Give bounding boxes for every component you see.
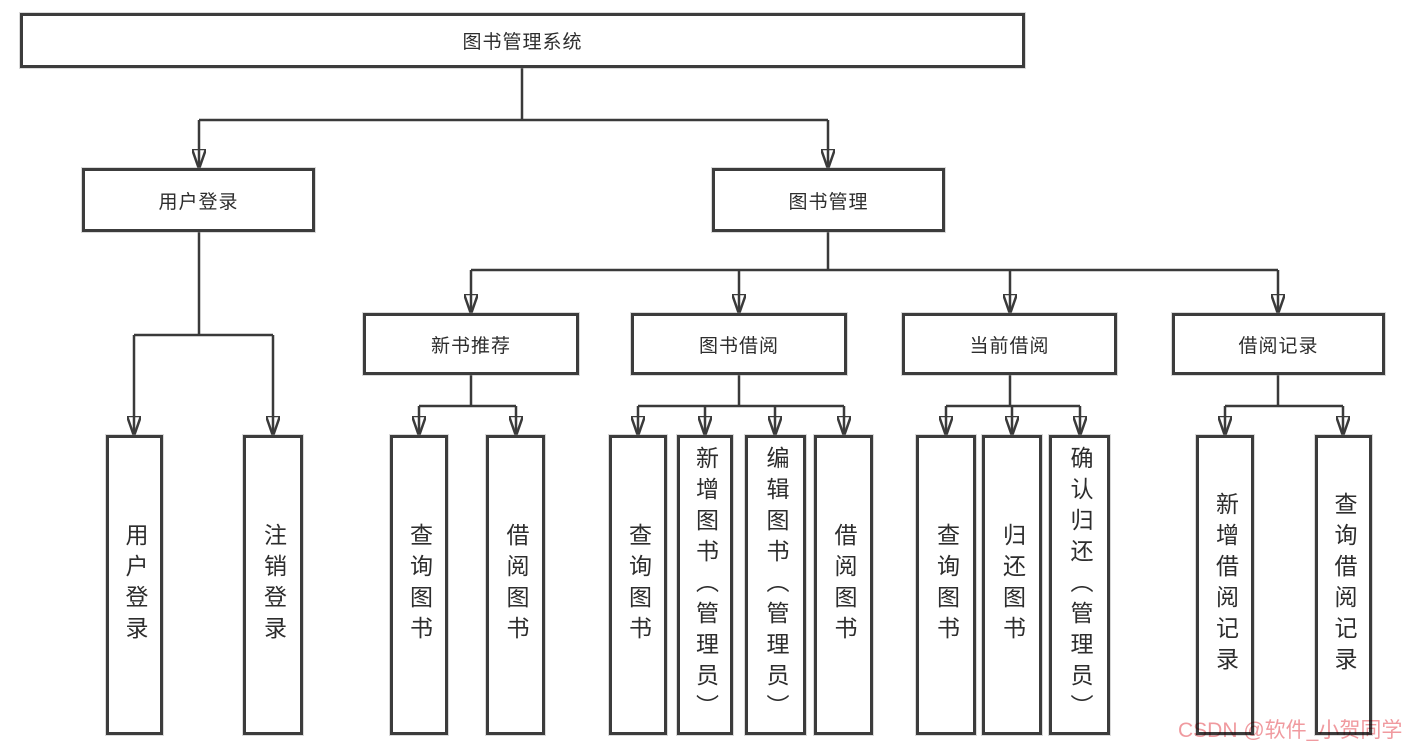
connector-current-borrow-trunk	[946, 375, 1080, 408]
node-borrow-records: 借阅记录	[1172, 313, 1385, 375]
leaf-query-books-3-label: 查询图书	[933, 523, 960, 647]
leaf-add-borrow-record-label: 新增借阅记录	[1212, 492, 1239, 678]
leaf-borrow-books-2: 借阅图书	[814, 435, 873, 735]
node-book-management-label: 图书管理	[788, 191, 869, 213]
leaf-add-books-admin-label: 新增图书（管理员）	[692, 445, 719, 725]
node-new-book-recommend-label: 新书推荐	[430, 335, 511, 357]
node-current-borrowing: 当前借阅	[902, 313, 1117, 375]
node-user-login-label: 用户登录	[158, 191, 239, 213]
connector-user-login-trunk	[134, 232, 273, 337]
leaf-query-books-3: 查询图书	[916, 435, 976, 735]
leaf-borrow-books-1: 借阅图书	[486, 435, 545, 735]
leaf-return-books-label: 归还图书	[999, 523, 1026, 647]
leaf-query-borrow-record-label: 查询借阅记录	[1331, 492, 1357, 678]
node-book-management: 图书管理	[712, 168, 945, 232]
connector-book-borrow-trunk	[638, 375, 844, 408]
leaf-edit-books-admin: 编辑图书（管理员）	[745, 435, 806, 735]
connector-borrow-records-trunk	[1225, 375, 1343, 408]
leaf-query-books-1: 查询图书	[390, 435, 448, 735]
node-borrow-records-label: 借阅记录	[1238, 335, 1319, 357]
node-book-borrowing-label: 图书借阅	[698, 335, 779, 357]
leaf-query-books-1-label: 查询图书	[406, 523, 433, 647]
node-user-login: 用户登录	[82, 168, 315, 232]
leaf-query-books-2-label: 查询图书	[625, 523, 652, 647]
node-library-system-label: 图书管理系统	[462, 32, 583, 53]
leaf-confirm-return-admin-label: 确认归还（管理员）	[1067, 445, 1093, 725]
connector-new-book-trunk	[419, 375, 516, 408]
node-new-book-recommend: 新书推荐	[363, 313, 579, 375]
leaf-add-books-admin: 新增图书（管理员）	[677, 435, 733, 735]
leaf-confirm-return-admin: 确认归还（管理员）	[1049, 435, 1110, 735]
leaf-query-books-2: 查询图书	[609, 435, 667, 735]
csdn-watermark: CSDN @软件_小贺同学	[1178, 719, 1403, 742]
leaf-borrow-books-1-label: 借阅图书	[503, 523, 529, 647]
leaf-user-login: 用户登录	[106, 435, 163, 735]
leaf-logout-label: 注销登录	[260, 523, 287, 647]
leaf-return-books: 归还图书	[982, 435, 1042, 735]
leaf-user-login-label: 用户登录	[122, 523, 148, 647]
leaf-borrow-books-2-label: 借阅图书	[831, 523, 857, 647]
connector-book-management-trunk	[471, 232, 1278, 272]
node-book-borrowing: 图书借阅	[631, 313, 847, 375]
leaf-add-borrow-record: 新增借阅记录	[1196, 435, 1254, 735]
connector-root-trunk	[199, 68, 828, 122]
leaf-query-borrow-record: 查询借阅记录	[1315, 435, 1372, 735]
node-library-system: 图书管理系统	[20, 13, 1025, 68]
leaf-logout: 注销登录	[243, 435, 303, 735]
leaf-edit-books-admin-label: 编辑图书（管理员）	[763, 445, 789, 725]
node-current-borrowing-label: 当前借阅	[969, 335, 1050, 357]
